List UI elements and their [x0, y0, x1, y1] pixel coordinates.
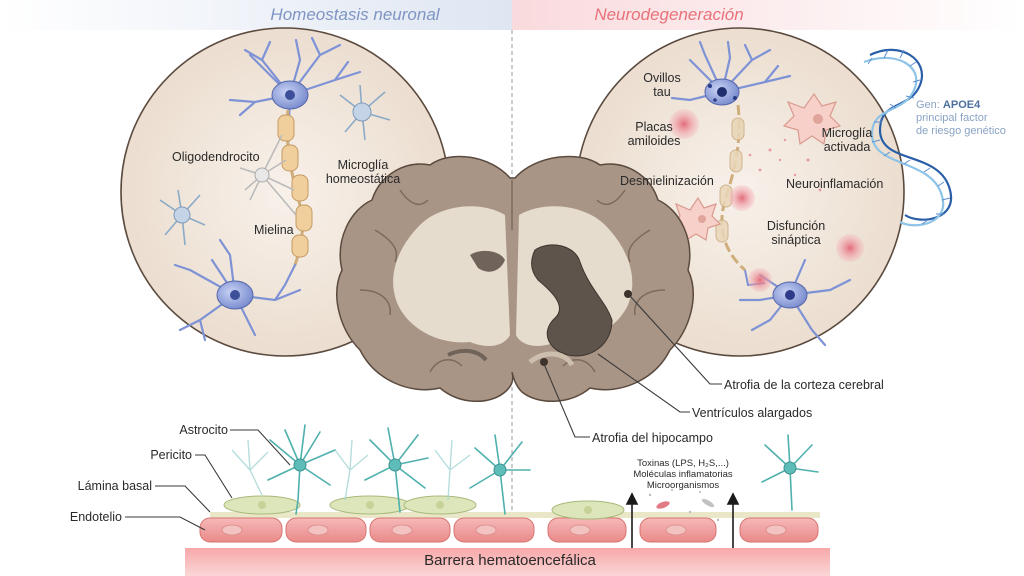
label-myelin: Mielina — [254, 223, 294, 237]
barrier-leader-lines — [125, 429, 291, 531]
label-hippocampus-atrophy: Atrofia del hipocampo — [592, 431, 713, 445]
label-astrocyte: Astrocito — [179, 423, 228, 437]
brain-leader-lines — [543, 295, 722, 438]
label-enlarged-ventricles: Ventrículos alargados — [692, 406, 813, 420]
gene-apoe4-label: Gen: APOE4 principal factor de riesgo ge… — [916, 99, 1006, 137]
label-blood-brain-barrier: Barrera hematoencefálica — [424, 552, 596, 569]
dna-helix-icon — [863, 48, 953, 227]
activated-microglia — [782, 92, 842, 146]
label-pericyte: Pericito — [150, 448, 192, 462]
label-endothelium: Endotelio — [69, 510, 122, 524]
label-oligodendrocyte: Oligodendrocito — [172, 150, 260, 164]
amyloid-plaque — [669, 109, 699, 139]
header-band-right — [512, 0, 1024, 30]
label-neuroinflammation: Neuroinflamación — [786, 177, 884, 191]
blood-brain-barrier — [185, 424, 830, 576]
amyloid-plaque — [729, 185, 755, 211]
label-cortex-atrophy: Atrofia de la corteza cerebral — [724, 378, 884, 392]
label-basal-lamina: Lámina basal — [77, 479, 152, 493]
label-toxins: Toxinas (LPS, H₂S,...) Moléculas inflama… — [633, 458, 733, 491]
header-right-title: Neurodegeneración — [594, 5, 744, 24]
header-band-left — [0, 0, 512, 30]
label-demyelination: Desmielinización — [620, 174, 714, 188]
header-left-title: Homeostasis neuronal — [270, 5, 440, 24]
brain-coronal-section — [336, 155, 694, 403]
amyloid-plaque — [836, 234, 864, 262]
amyloid-plaque — [748, 268, 772, 292]
